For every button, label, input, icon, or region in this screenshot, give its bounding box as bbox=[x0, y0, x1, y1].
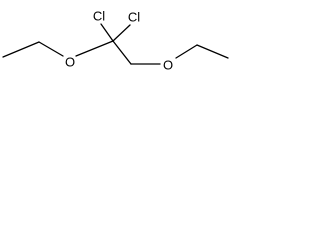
atom-label-group: Cl Cl O O bbox=[65, 9, 173, 73]
bond-c3-cl1 bbox=[100, 23, 114, 42]
bond-c3-cl2 bbox=[112, 24, 131, 42]
structure-diagram: Cl Cl O O bbox=[2, 9, 229, 73]
bond-c1-c2 bbox=[2, 41, 40, 58]
bond-c3-c4 bbox=[112, 40, 132, 65]
bond-group bbox=[2, 23, 229, 65]
bond-c2-o1 bbox=[38, 41, 64, 57]
bond-o1-c3 bbox=[75, 40, 114, 57]
atom-cl-left: Cl bbox=[93, 9, 105, 24]
bond-o2-c5 bbox=[175, 44, 198, 59]
atom-o-right: O bbox=[163, 58, 173, 73]
atom-o-left: O bbox=[65, 55, 75, 70]
bond-c5-c6 bbox=[196, 44, 229, 59]
atom-cl-right: Cl bbox=[128, 10, 140, 25]
